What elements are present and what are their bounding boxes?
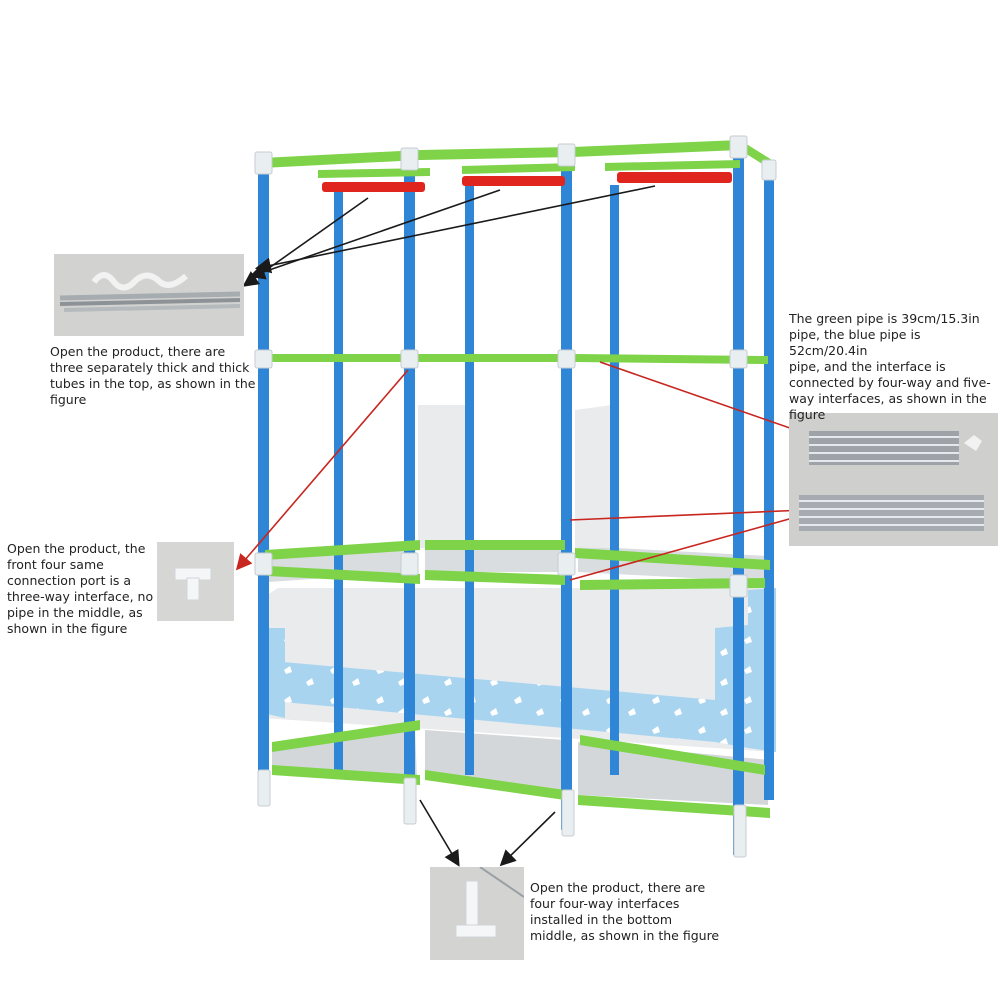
shelf-panels xyxy=(268,405,770,805)
three-way-interface-caption: Open the product, the front four same co… xyxy=(7,541,154,636)
four-way-interface-caption: Open the product, there are four four-wa… xyxy=(530,880,720,943)
green-bars xyxy=(262,140,772,818)
three-way-connector-photo xyxy=(157,542,234,621)
black-arrows xyxy=(242,185,656,867)
four-way-connector-photo xyxy=(430,867,524,960)
pipe-dimensions-caption: The green pipe is 39cm/15.3in pipe, the … xyxy=(789,311,991,422)
top-tubes-photo xyxy=(54,254,244,336)
blue-poles xyxy=(258,155,774,855)
top-tubes-caption: Open the product, there are three separa… xyxy=(50,344,256,407)
pipe-connectors xyxy=(254,135,777,858)
red-hanging-bars xyxy=(322,172,732,192)
pipes-photo xyxy=(789,413,998,546)
